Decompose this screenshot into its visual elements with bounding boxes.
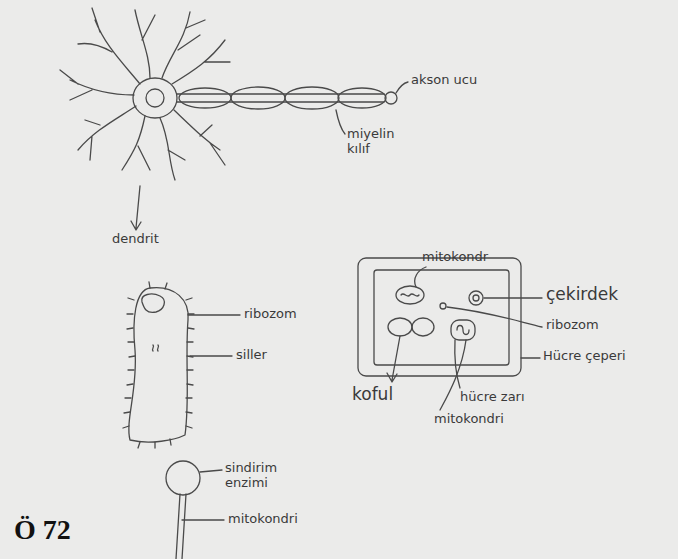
part-label: miyelin kılıf bbox=[347, 127, 403, 157]
leader-arrow bbox=[387, 336, 400, 382]
ribosome-blob bbox=[142, 294, 165, 312]
leader-line bbox=[188, 314, 240, 315]
cell-body bbox=[133, 78, 177, 118]
part-label: çekirdek bbox=[546, 285, 618, 305]
myelin-segment bbox=[285, 87, 339, 109]
myelin-segment bbox=[231, 87, 285, 109]
part-label: koful bbox=[352, 385, 393, 405]
part-label: mitokondri bbox=[228, 512, 298, 527]
vacuole bbox=[412, 318, 434, 336]
part-label: mitokondri bbox=[434, 412, 504, 427]
leader-arrow bbox=[131, 186, 141, 230]
leader-line bbox=[396, 82, 408, 93]
part-label: hücre zarı bbox=[460, 390, 525, 405]
leader-line bbox=[447, 307, 542, 327]
leader-line bbox=[484, 297, 542, 298]
mitochondrion bbox=[396, 286, 424, 304]
leader-line bbox=[336, 110, 345, 134]
leader-line bbox=[182, 519, 224, 520]
nucleus bbox=[146, 89, 164, 107]
leader-line bbox=[190, 355, 232, 356]
myelin-segment bbox=[338, 88, 386, 108]
granules bbox=[152, 345, 158, 351]
part-label: ribozom bbox=[244, 307, 297, 322]
axon-terminal bbox=[385, 92, 397, 104]
cell-wall bbox=[358, 258, 521, 376]
part-label: akson ucu bbox=[411, 73, 477, 88]
leader-line bbox=[200, 470, 222, 472]
vacuole bbox=[388, 318, 412, 336]
part-label: sindirim enzimi bbox=[225, 461, 289, 491]
cell-membrane bbox=[374, 270, 509, 365]
ribosome bbox=[440, 303, 446, 309]
nucleolus bbox=[473, 295, 479, 301]
part-label: mitokondr bbox=[422, 250, 488, 265]
axon bbox=[177, 94, 384, 102]
paramecium-outline bbox=[129, 288, 188, 442]
leader-line bbox=[415, 267, 426, 287]
lysosome bbox=[166, 461, 200, 495]
cilia bbox=[123, 282, 194, 448]
part-label: siller bbox=[236, 348, 267, 363]
part-label: dendrit bbox=[112, 232, 159, 247]
leader-line bbox=[455, 340, 460, 388]
part-label: ribozom bbox=[546, 318, 599, 333]
cristae bbox=[457, 326, 469, 335]
cristae bbox=[401, 294, 419, 296]
myelin-segment bbox=[179, 88, 231, 108]
mitochondrion bbox=[451, 320, 475, 340]
part-label: Hücre çeperi bbox=[543, 349, 626, 364]
leader-line bbox=[521, 357, 540, 358]
figure-code: Ö 72 bbox=[14, 514, 71, 546]
stalk bbox=[176, 494, 186, 559]
nucleus bbox=[469, 291, 483, 305]
